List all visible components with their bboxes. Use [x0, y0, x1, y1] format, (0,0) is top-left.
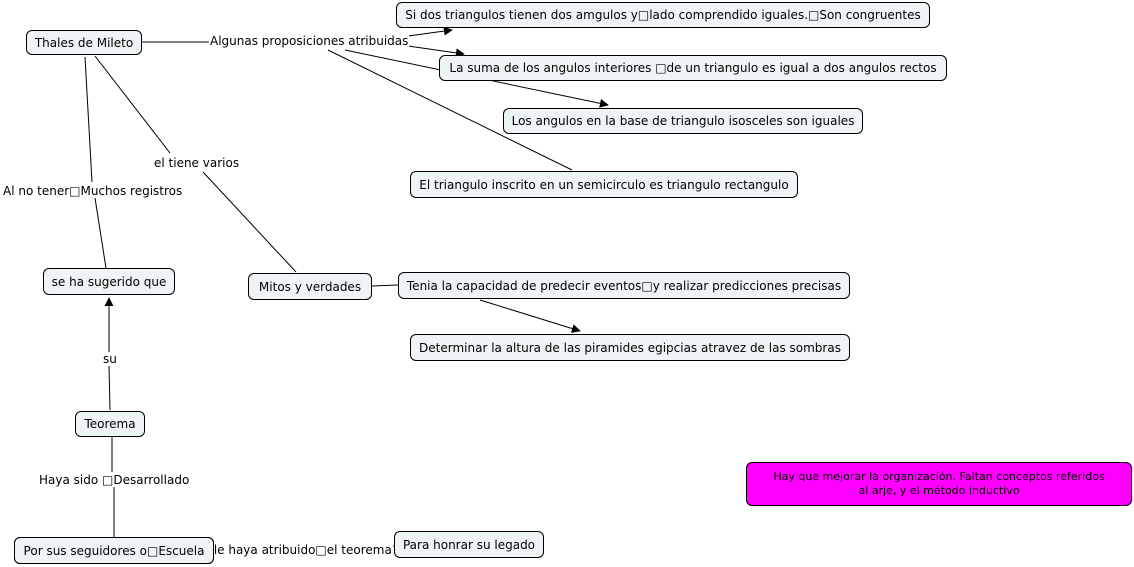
link-thales-alno: [84, 56, 93, 183]
label-al-no-tener: Al no tener□Muchos registros: [2, 184, 184, 198]
node-teorema[interactable]: Teorema: [75, 411, 145, 437]
link-predecir-piramides: [479, 299, 581, 333]
link-tiene-mitos: [202, 171, 297, 273]
node-predecir-eventos[interactable]: Tenia la capacidad de predecir eventos□y…: [398, 272, 850, 299]
node-altura-piramides[interactable]: Determinar la altura de las piramides eg…: [410, 334, 850, 361]
label-su: su: [102, 352, 118, 366]
note-mejorar-organizacion[interactable]: Hay que mejorar la organización. Faltan …: [746, 462, 1132, 506]
link-alno-sugerido: [94, 197, 107, 269]
node-honrar-legado[interactable]: Para honrar su legado: [394, 531, 544, 558]
link-thales-tiene: [94, 55, 171, 154]
node-angulos-isosceles[interactable]: Los angulos en la base de triangulo isos…: [503, 108, 863, 134]
label-algunas-proposiciones: Algunas proposiciones atribuidas: [209, 34, 410, 48]
node-por-sus-seguidores-front[interactable]: Por sus seguidores o□Escuela: [14, 537, 214, 564]
node-suma-angulos[interactable]: La suma de los angulos interiores □de un…: [439, 55, 947, 81]
label-se-le-haya-atribuido: Se le haya atribuido□el teorema: [194, 543, 393, 557]
label-el-tiene-varios: el tiene varios: [153, 156, 241, 170]
node-si-dos-triangulos[interactable]: Si dos triangulos tienen dos amgulos y□l…: [396, 2, 930, 28]
node-thales-de-mileto[interactable]: Thales de Mileto: [26, 30, 142, 55]
link-teorema-su: [108, 365, 111, 411]
link-algunas-suma: [407, 45, 465, 58]
link-algunas-sidos: [407, 26, 453, 37]
link-algunas-inscrito: [327, 49, 573, 171]
link-mitos-predecir: [371, 284, 399, 287]
node-triangulo-inscrito[interactable]: El triangulo inscrito en un semicirculo …: [410, 171, 798, 198]
node-se-ha-sugerido[interactable]: se ha sugerido que: [43, 268, 175, 295]
label-haya-sido-desarrollado: Haya sido □Desarrollado: [38, 473, 191, 487]
node-mitos-y-verdades[interactable]: Mitos y verdades: [248, 273, 372, 300]
